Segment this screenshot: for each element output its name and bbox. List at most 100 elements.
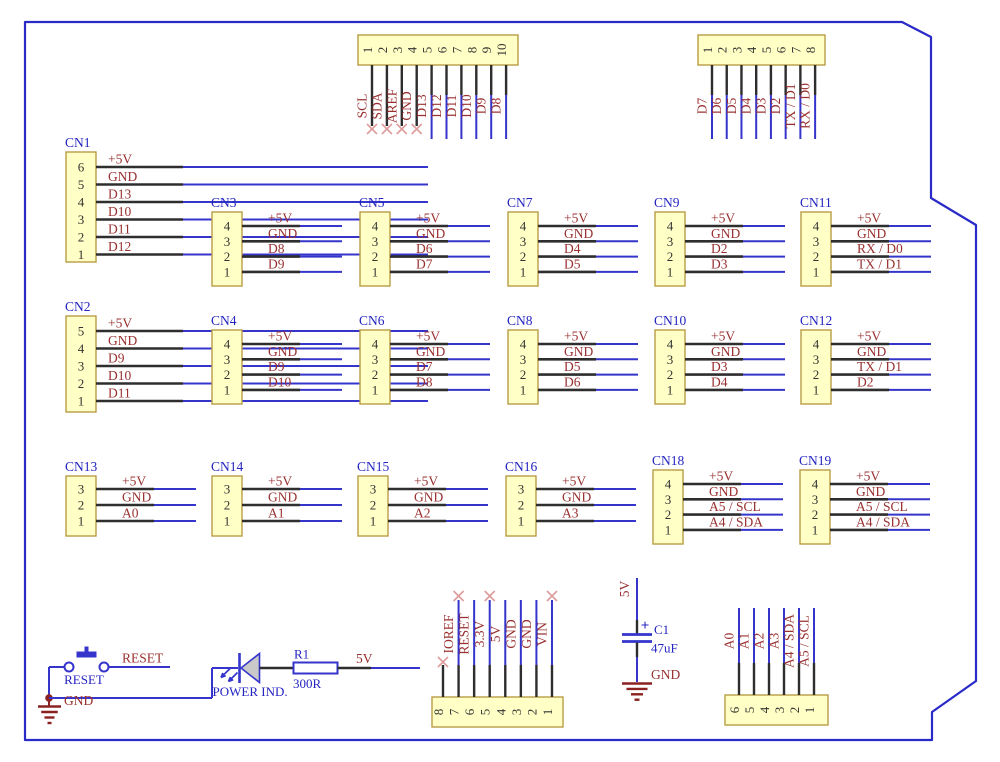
net-label: A3 [562,506,579,521]
no-connect-x-icon [453,590,465,602]
connector-box [654,329,686,405]
net-label: 5V [617,581,632,598]
net-label: D10 [459,94,474,117]
net-label: GND [564,344,593,359]
net-label: D4 [711,374,728,389]
pin-number: 1 [370,514,377,529]
net-label: A0 [722,633,737,650]
connector-name: CN12 [800,313,832,328]
pin-number: 3 [667,234,674,249]
pin-number: 8 [803,47,818,54]
net-label: GND [268,490,297,505]
net-label: GND [416,226,445,241]
pin-number: 1 [224,382,231,397]
connector-box [800,211,832,287]
capacitor-symbol [622,633,652,643]
net-label: 3.3V [472,620,487,647]
pin-number: 2 [518,498,525,513]
connector-name: CN6 [359,313,385,328]
no-connect-x-icon [411,123,423,135]
no-connect-x-icon [396,123,408,135]
reset-button-symbol [63,646,110,673]
pin-number: 1 [667,382,674,397]
pin-number: 6 [462,708,477,715]
connector-box [65,315,97,413]
pin-number: 1 [520,264,527,279]
pin-number: 1 [372,264,379,279]
net-label: D4 [564,241,581,256]
connector-box [507,211,539,287]
pin-number: 2 [520,367,527,382]
net-label: +5V [857,211,881,226]
net-label: D8 [416,374,433,389]
net-label: +5V [414,474,438,489]
net-label: A1 [737,633,752,650]
pin-number: 2 [520,249,527,264]
component-ref: R1 [294,647,309,662]
net-label: VIN [534,622,549,646]
net-label: D9 [268,359,285,374]
connector-box [652,469,684,545]
net-label: GND [503,619,518,648]
button-terminal [63,661,75,673]
pin-number: 3 [665,492,672,507]
pin-number: 2 [370,498,377,513]
net-label: D12 [429,94,444,117]
header-box [724,694,829,726]
no-connect-x-icon [484,590,496,602]
net-label: D8 [268,241,285,256]
net-label: GND [711,344,740,359]
connector-name: CN9 [654,195,680,210]
net-label: GND [268,344,297,359]
net-label: A4 / SDA [856,514,910,529]
net-label: RX / D0 [798,83,813,129]
pin-number: 2 [813,249,820,264]
x-stroke [411,123,423,135]
net-label: +5V [416,329,440,344]
pin-number: 2 [372,367,379,382]
connector-box [65,151,97,263]
pin-number: 2 [667,249,674,264]
net-label: D5 [564,256,581,271]
net-label: D13 [108,187,131,202]
pin-number: 4 [78,341,85,356]
net-label: D11 [444,95,459,118]
net-label: D3 [753,98,768,115]
pin-number: 1 [224,264,231,279]
net-label: +5V [108,316,132,331]
pin-number: 6 [435,46,450,53]
net-label: +5V [857,329,881,344]
connector-name: CN5 [359,195,385,210]
pin-number: 1 [520,382,527,397]
connector-name: CN19 [799,453,832,468]
net-label: GND [108,333,137,348]
net-label: A1 [268,506,285,521]
net-label: D3 [711,359,728,374]
pin-number: 8 [464,47,479,54]
pin-number: 4 [520,337,527,352]
pin-number: 2 [224,249,231,264]
led-arrows-icon [220,667,239,683]
connector-box [211,211,243,287]
pin-number: 2 [78,230,85,245]
pin-number: 4 [667,337,674,352]
pin-number: 1 [812,522,819,537]
pin-number: 1 [518,514,525,529]
no-connect-x-icon [546,590,558,602]
net-label: RESET [457,613,472,655]
net-label: GND [416,344,445,359]
net-label: D7 [695,98,710,115]
net-label: D11 [108,222,131,237]
net-label: IOREF [441,614,456,653]
pin-number: 10 [494,43,509,56]
pin-number: 1 [813,264,820,279]
pin-number: 4 [224,337,231,352]
pin-number: 1 [78,514,85,529]
